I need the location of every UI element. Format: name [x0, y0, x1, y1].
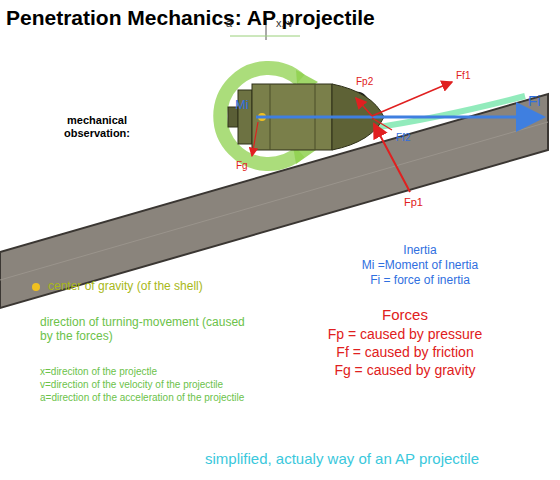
moment-label: Mi	[235, 98, 249, 113]
legend-heading: Inertia	[320, 244, 520, 258]
side-note: mechanical observation:	[52, 114, 142, 139]
legend-swatch	[32, 283, 40, 291]
legend-text: Ff = caused by friction	[290, 344, 520, 360]
legend-text: Fi = force of inertia	[320, 274, 520, 288]
note-text: v=direction of the velocity of the proje…	[40, 379, 223, 391]
force-label: Fp2	[356, 76, 373, 88]
legend-text: Fg = caused by gravity	[290, 362, 520, 378]
axis-label: x, v	[276, 17, 293, 30]
title: Penetration Mechanics: AP projectile	[6, 6, 375, 30]
axis-label: a	[226, 17, 232, 30]
caption: simplified, actualy way of an AP project…	[205, 450, 479, 467]
force-label: Fg	[236, 160, 248, 172]
force-label: Ff2	[396, 132, 410, 144]
legend-text: Fp = caused by pressure	[290, 326, 520, 342]
force-label: Ff1	[456, 70, 470, 82]
force-label: Fp1	[404, 196, 423, 209]
legend-text: center of gravity (of the shell)	[48, 280, 203, 294]
legend-heading: Forces	[290, 306, 520, 323]
note-text: a=direction of the acceleration of the p…	[40, 392, 244, 404]
note-text: x=direciton of the projectle	[40, 366, 157, 378]
legend-text: Mi =Moment of Inertia	[320, 259, 520, 273]
legend-text: direction of turning-movement (caused by…	[40, 316, 255, 344]
inertia-label: Fi	[528, 92, 541, 109]
